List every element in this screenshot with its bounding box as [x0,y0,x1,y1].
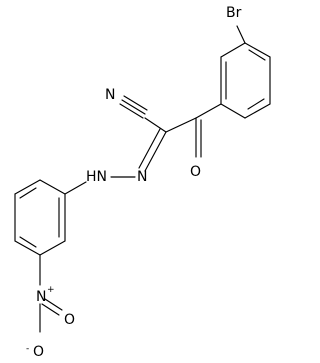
ring-inner-double-bond [248,49,266,61]
carbonyl-oxygen-label: O [190,164,201,180]
nitrile-triple-bond-3 [123,95,148,111]
bond-br-c [236,25,246,44]
aryl-ketone-bond [195,103,222,119]
nitrile-triple-bond-2 [121,99,146,115]
hydrazone-double-line-1 [144,131,167,172]
ring-bond [39,179,66,195]
amine-nh-label: HN [86,169,107,185]
ring-bond [14,179,41,195]
ring-bond [220,42,246,58]
ring-bond [39,240,66,256]
nitro-nitrogen-label: N [36,289,46,305]
nitro-group [39,298,63,333]
hydrazone-nitrogen-label: N [137,169,147,185]
ring-bond [244,103,271,119]
nitrophenyl-ring [14,179,66,286]
ring-inner-double-bond [19,187,37,199]
chemical-structure-canvas: Br N O N HN N + O - O [14,5,271,360]
hydrazone-double-line-2 [138,128,161,169]
nitro-positive-charge: + [47,285,55,295]
nitro-oxygen-top-label: O [64,312,75,328]
bromine-label: Br [226,5,242,21]
nitro-negative-charge: - [26,344,29,354]
ketone-alpha-bond [165,117,197,133]
central-chain [64,95,222,195]
nitrile-connector [144,117,167,133]
nitro-oxygen-bottom-label: O [33,344,44,360]
ring-bond [220,103,246,119]
nh-aryl-bond [64,181,87,195]
ring-inner-double-bond [247,98,265,110]
nitro-double-bond-line-2 [41,303,60,316]
ring-bond [14,240,41,256]
bromophenyl-ring [220,25,271,119]
nitrile-triple-bond-1 [119,103,144,119]
ring-bond [244,42,271,58]
nitro-double-bond-line-1 [44,298,63,311]
ring-inner-double-bond [19,236,37,248]
nitrile-nitrogen-label: N [105,87,115,103]
molecule-diagram: Br N O N HN N + O - O [14,5,271,360]
